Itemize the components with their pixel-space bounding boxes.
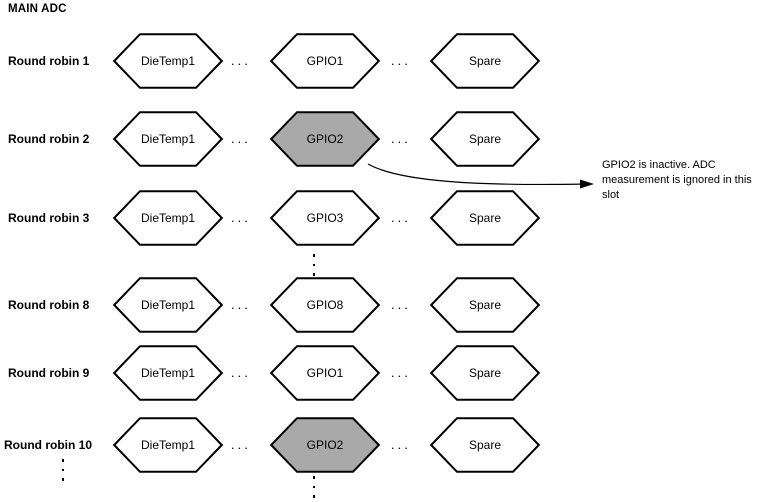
hexagon-shape (113, 190, 223, 246)
hexagon-shape (270, 190, 380, 246)
hexagon-shape (430, 33, 540, 89)
column-separator-r2b: ... (391, 131, 411, 146)
callout-annotation-text: GPIO2 is inactive. ADC measurement is ig… (602, 159, 752, 201)
slot-hexagon-r1c3[interactable]: Spare (430, 33, 540, 89)
hexagon-shape (270, 33, 380, 89)
slot-hexagon-r2c2-inactive[interactable]: GPIO2 (270, 111, 380, 167)
column-separator-r10b: ... (391, 437, 411, 452)
hexagon-shape (113, 33, 223, 89)
hexagon-shape (430, 277, 540, 333)
column-separator-r9a: ... (231, 365, 251, 380)
hexagon-shape (270, 345, 380, 401)
hexagon-shape (113, 111, 223, 167)
column-separator-r8b: ... (391, 297, 411, 312)
hexagon-shape (270, 277, 380, 333)
row-label-round-robin-8: Round robin 8 (8, 298, 90, 312)
slot-hexagon-r3c2[interactable]: GPIO3 (270, 190, 380, 246)
slot-hexagon-r9c2[interactable]: GPIO1 (270, 345, 380, 401)
vertical-ellipsis-rows-continue (60, 459, 66, 485)
vertical-ellipsis-middle (311, 254, 317, 280)
column-separator-r8a: ... (231, 297, 251, 312)
hexagon-shape-shaded (270, 111, 380, 167)
column-separator-r3a: ... (231, 210, 251, 225)
slot-hexagon-r1c2[interactable]: GPIO1 (270, 33, 380, 89)
slot-hexagon-r3c3[interactable]: Spare (430, 190, 540, 246)
slot-hexagon-r3c1[interactable]: DieTemp1 (113, 190, 223, 246)
slot-hexagon-r10c1[interactable]: DieTemp1 (113, 417, 223, 473)
slot-hexagon-r2c3[interactable]: Spare (430, 111, 540, 167)
hexagon-shape-shaded (270, 417, 380, 473)
row-label-round-robin-1: Round robin 1 (8, 54, 90, 68)
hexagon-shape (430, 345, 540, 401)
hexagon-shape (430, 417, 540, 473)
row-label-round-robin-3: Round robin 3 (8, 211, 90, 225)
hexagon-shape (113, 277, 223, 333)
slot-hexagon-r8c1[interactable]: DieTemp1 (113, 277, 223, 333)
row-label-round-robin-2: Round robin 2 (8, 132, 90, 146)
slot-hexagon-r10c3[interactable]: Spare (430, 417, 540, 473)
row-label-round-robin-9: Round robin 9 (8, 366, 90, 380)
hexagon-shape (430, 111, 540, 167)
hexagon-shape (430, 190, 540, 246)
row-label-round-robin-10: Round robin 10 (4, 438, 92, 452)
slot-hexagon-r9c1[interactable]: DieTemp1 (113, 345, 223, 401)
slot-hexagon-r2c1[interactable]: DieTemp1 (113, 111, 223, 167)
diagram-title: MAIN ADC (8, 3, 67, 15)
hexagon-shape (113, 345, 223, 401)
hexagon-shape (113, 417, 223, 473)
slot-hexagon-r1c1[interactable]: DieTemp1 (113, 33, 223, 89)
vertical-ellipsis-bottom (311, 476, 317, 502)
column-separator-r10a: ... (231, 437, 251, 452)
column-separator-r1a: ... (231, 53, 251, 68)
column-separator-r2a: ... (231, 131, 251, 146)
slot-hexagon-r9c3[interactable]: Spare (430, 345, 540, 401)
slot-hexagon-r8c2[interactable]: GPIO8 (270, 277, 380, 333)
column-separator-r3b: ... (391, 210, 411, 225)
column-separator-r1b: ... (391, 53, 411, 68)
slot-hexagon-r10c2-inactive[interactable]: GPIO2 (270, 417, 380, 473)
column-separator-r9b: ... (391, 365, 411, 380)
slot-hexagon-r8c3[interactable]: Spare (430, 277, 540, 333)
